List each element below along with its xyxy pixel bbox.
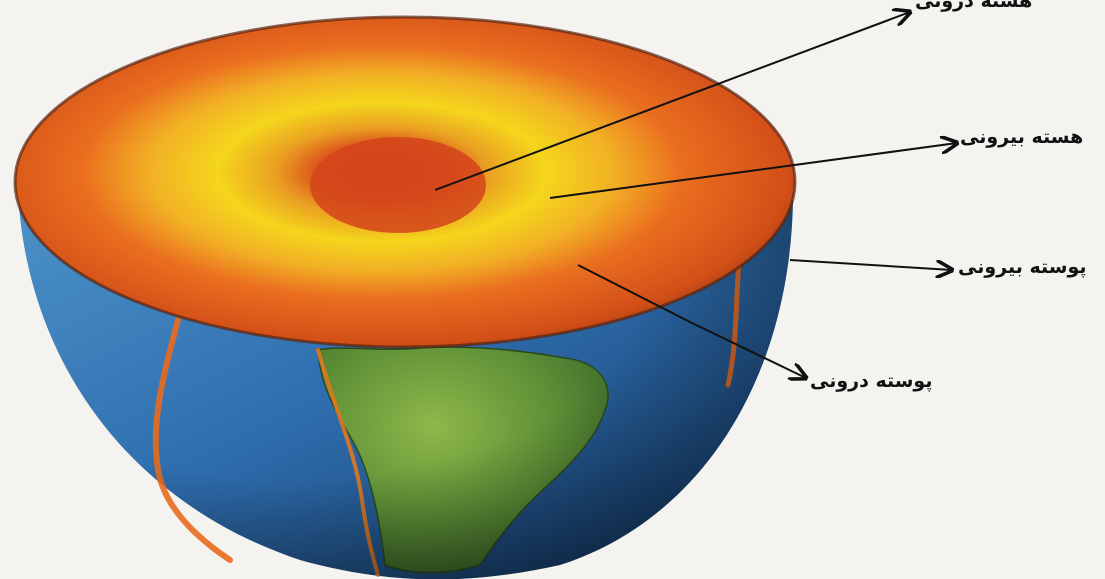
label-inner-core: هسته درونی	[915, 0, 1032, 12]
inner-core	[310, 137, 486, 233]
label-outer-core: هسته بیرونی	[960, 126, 1083, 148]
label-outer-crust: پوسته بیرونی	[958, 256, 1087, 278]
label-inner-crust: پوسته درونی	[810, 370, 932, 392]
leader-outer-crust	[790, 260, 952, 270]
